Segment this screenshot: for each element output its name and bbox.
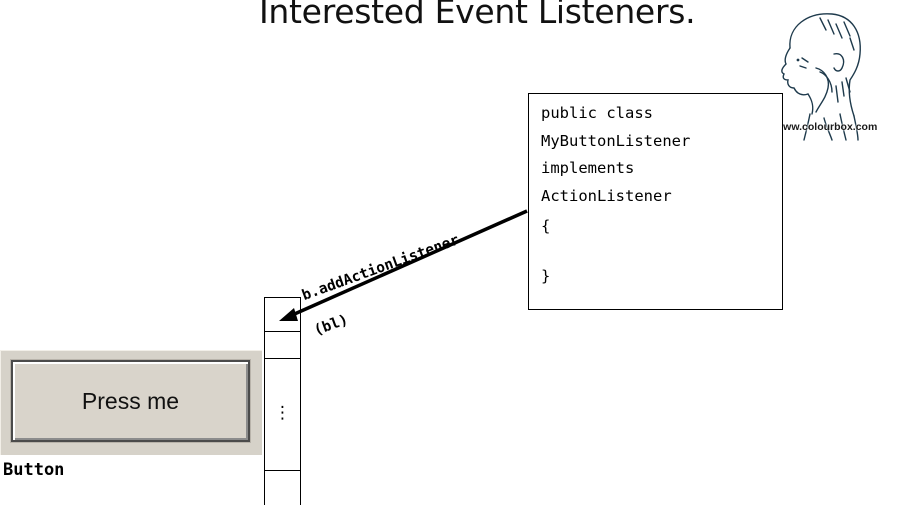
arrow-shaft xyxy=(289,209,528,318)
listener-list-column: ⋮ xyxy=(264,297,301,505)
code-line: implements xyxy=(541,159,635,177)
code-line: { xyxy=(541,217,551,235)
button-frame: Press me xyxy=(0,350,262,455)
code-line: MyButtonListener xyxy=(541,131,691,150)
slide-title: Interested Event Listeners. xyxy=(259,0,696,31)
code-line: ActionListener xyxy=(541,186,672,205)
listener-class-code-box: public class MyButtonListener implements… xyxy=(528,93,783,310)
code-line: public class xyxy=(541,104,653,122)
listener-slot xyxy=(265,298,300,332)
button-caption: Button xyxy=(3,460,65,480)
thinking-head-icon xyxy=(781,13,861,141)
ellipsis: ⋮ xyxy=(274,403,291,423)
colourbox-watermark: www.colourbox.com xyxy=(775,121,878,133)
listener-slot xyxy=(265,331,300,359)
code-line: } xyxy=(541,267,551,285)
listener-slot xyxy=(265,358,300,471)
arrow-head xyxy=(279,308,298,321)
press-me-button[interactable]: Press me xyxy=(11,360,250,442)
